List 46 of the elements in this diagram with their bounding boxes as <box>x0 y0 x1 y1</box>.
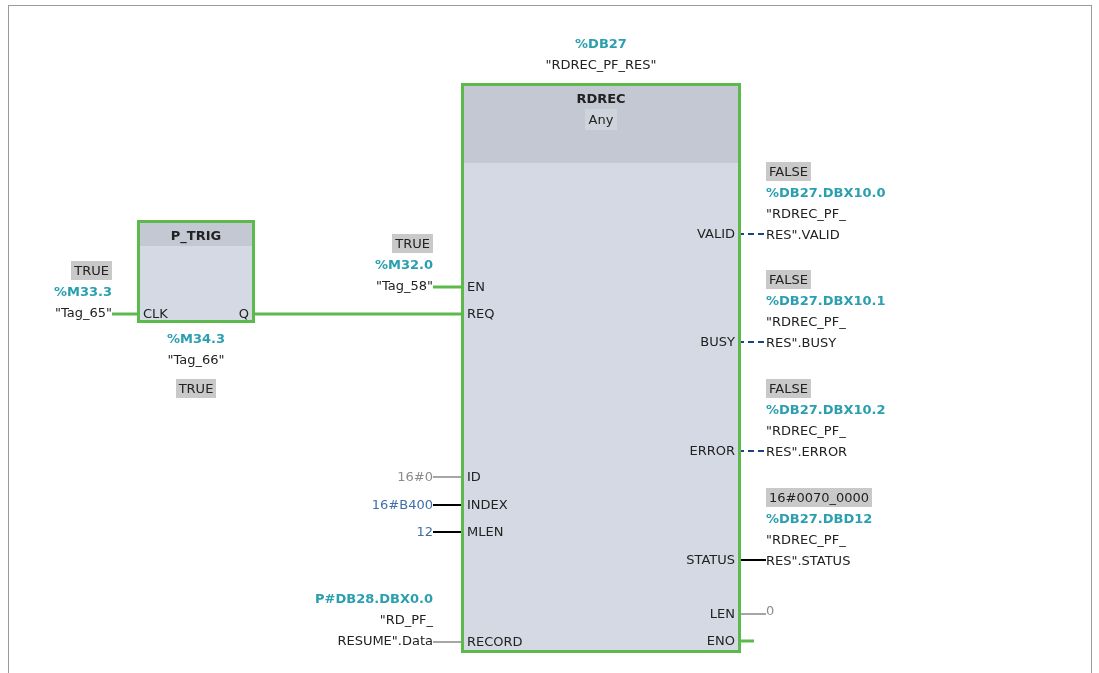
address-text: %DB27.DBX10.0 <box>766 184 887 202</box>
status-value: FALSE <box>766 270 811 289</box>
pin-label: MLEN <box>464 523 574 541</box>
pin-label: LEN <box>618 605 738 623</box>
pin-label: EN <box>464 278 574 296</box>
constant-value: 16#B400 <box>370 496 433 514</box>
tag-name: "Tag_65" <box>54 304 112 322</box>
pin-label: ENO <box>618 632 738 650</box>
pin-label: VALID <box>618 225 738 243</box>
pin-label: BUSY <box>618 333 738 351</box>
status-value: FALSE <box>766 379 811 398</box>
pin-label: ERROR <box>618 442 738 460</box>
status-value: FALSE <box>766 162 811 181</box>
address-text: %M32.0 <box>373 256 433 274</box>
tag-name: "Tag_66" <box>166 351 226 369</box>
address-text: %M34.3 <box>165 330 226 348</box>
tag-name: "RDREC_PF_ RES".ERROR <box>766 422 849 461</box>
block-type-text: RDREC <box>576 90 626 108</box>
pin-label: RECORD <box>464 633 574 651</box>
data-type-text: Any <box>584 109 618 130</box>
pin-label: CLK <box>140 305 190 323</box>
tag-name: "RD_PF_ RESUME".Data <box>336 611 433 650</box>
tag-name: "RDREC_PF_ RES".BUSY <box>766 313 847 352</box>
tag-name: "RDREC_PF_ RES".VALID <box>766 205 847 244</box>
constant-value: 12 <box>415 523 433 541</box>
pin-label: INDEX <box>464 496 574 514</box>
constant-value: 16#0 <box>396 468 433 486</box>
tag-name: "Tag_58" <box>375 277 433 295</box>
address-text: %DB27.DBX10.2 <box>766 401 887 419</box>
pin-label: Q <box>212 305 252 323</box>
status-value: TRUE <box>71 261 112 280</box>
address-text: %DB27.DBX10.1 <box>766 292 887 310</box>
address-text: P#DB28.DBX0.0 <box>314 590 433 608</box>
address-text: %DB27.DBD12 <box>766 510 874 528</box>
pin-label: REQ <box>464 305 574 323</box>
tag-name: "RDREC_PF_RES" <box>544 56 658 74</box>
address-text: %DB27 <box>574 35 628 53</box>
pin-label: STATUS <box>618 551 738 569</box>
block-type-text: P_TRIG <box>170 227 222 246</box>
constant-value: 0 <box>766 602 776 620</box>
address-text: %M33.3 <box>52 283 112 301</box>
status-value: 16#0070_0000 <box>766 488 873 507</box>
status-value: TRUE <box>175 379 217 398</box>
pin-label: ID <box>464 468 574 486</box>
status-value: TRUE <box>392 234 433 253</box>
tag-name: "RDREC_PF_ RES".STATUS <box>766 531 852 570</box>
